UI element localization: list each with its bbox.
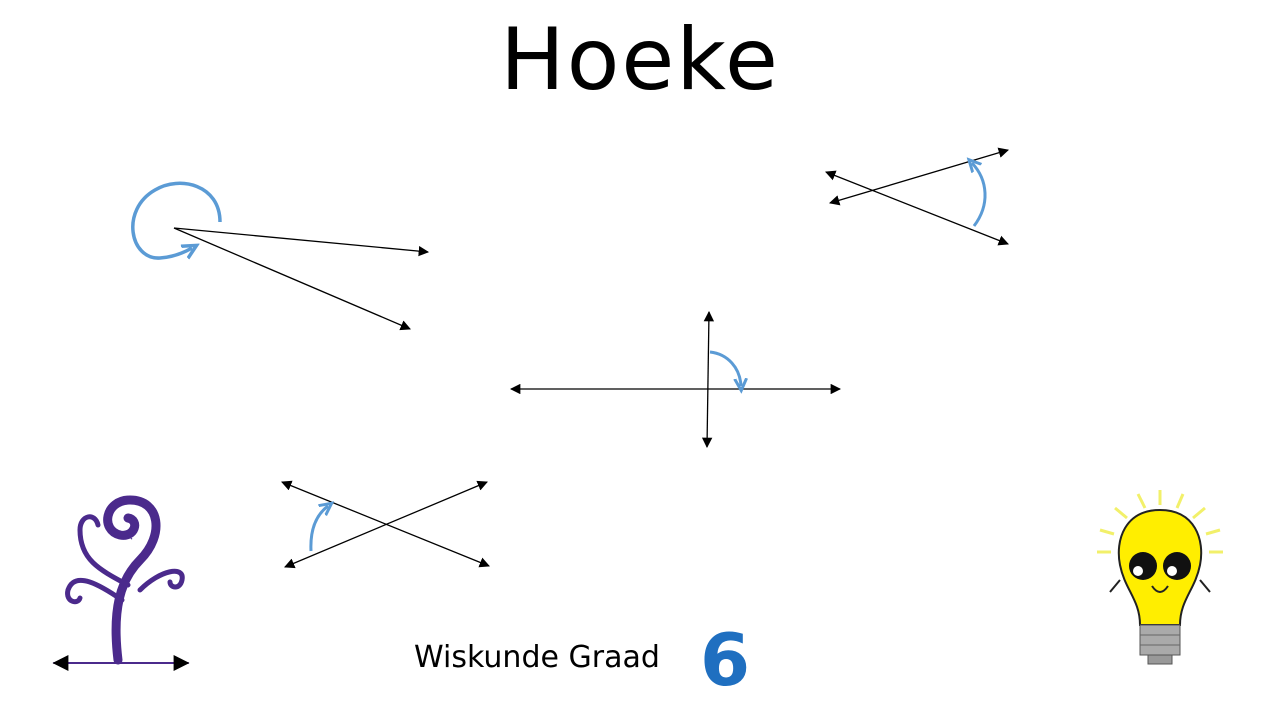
grade-number: 6 [700, 618, 751, 702]
lightbulb-mascot [1097, 490, 1223, 665]
reflex-angle [131, 181, 430, 331]
crossing-lines-acute [825, 147, 1009, 246]
tree-logo: ÷× [52, 495, 190, 671]
page-title: Hoeke [500, 10, 780, 110]
perpendicular-lines [509, 310, 842, 449]
crossing-lines-bottom [281, 480, 490, 569]
subject-label: Wiskunde Graad [414, 640, 660, 675]
svg-text:÷×: ÷× [114, 529, 134, 543]
